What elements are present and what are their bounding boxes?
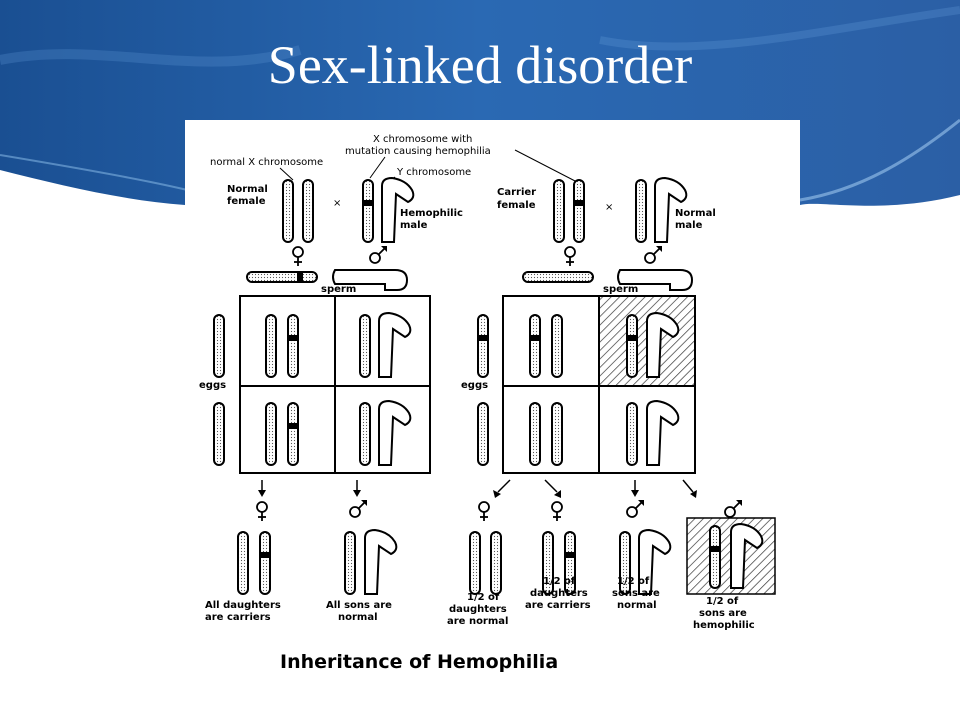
left-eggs-label: eggs	[199, 380, 226, 391]
label-x-mutation-line1: X chromosome with	[373, 134, 472, 145]
right-outcome1-female-icon	[478, 501, 490, 522]
right-father-label-line2: male	[675, 220, 703, 231]
right-outcome3-line2: sons are	[612, 588, 660, 599]
label-y-chromosome: Y chromosome	[396, 167, 471, 178]
left-daughters-xm	[259, 531, 271, 595]
right-outcome4-male-icon	[724, 499, 743, 518]
right-eggs-label: eggs	[461, 380, 488, 391]
right-mother-xm	[573, 179, 585, 243]
right-cell-br-x	[626, 402, 638, 466]
right-sperm-label: sperm	[603, 284, 638, 295]
right-father-x	[635, 179, 647, 243]
right-outcome3-line1: 1/2 of	[617, 576, 650, 587]
right-cell-tl-xm	[529, 314, 541, 378]
right-egg-xm	[477, 314, 489, 378]
left-cell-tr-y	[378, 312, 412, 378]
left-cell-bl-xm	[287, 402, 299, 466]
left-egg-2	[213, 402, 225, 466]
left-sons-male-icon	[349, 499, 368, 518]
left-cell-br-y	[378, 400, 412, 466]
right-outcome2-line1: 1/2 of	[543, 576, 576, 587]
right-outcome1-x2	[490, 531, 502, 595]
left-cell-tr-x	[359, 314, 371, 378]
left-father-x-mutant	[362, 179, 374, 243]
left-outcome-sons-line1: All sons are	[326, 600, 392, 611]
male-symbol-icon	[369, 245, 388, 264]
left-sons-y	[364, 529, 398, 595]
right-outcome4-line1: 1/2 of	[706, 596, 739, 607]
right-mother-label-line1: Carrier	[497, 187, 536, 198]
left-sperm-y	[332, 269, 409, 291]
right-sperm-x	[522, 271, 594, 283]
hemophilia-inheritance-diagram: normal X chromosome X chromosome with mu…	[185, 120, 800, 700]
right-cell-bl-x1	[529, 402, 541, 466]
right-cell-tr-xm	[626, 314, 638, 378]
left-outcome-daughters-line2: are carriers	[205, 612, 271, 623]
right-outcome3-male-icon	[626, 499, 645, 518]
right-outcome2-female-icon	[551, 501, 563, 522]
left-cell-bl-x	[265, 402, 277, 466]
right-outcome1-line3: are normal	[447, 616, 508, 627]
right-cell-br-y	[646, 400, 680, 466]
right-outcome1-x1	[469, 531, 481, 595]
right-male-symbol-icon	[644, 245, 663, 264]
left-mother-x2	[302, 179, 314, 243]
left-cell-tl-xm	[287, 314, 299, 378]
right-egg-x	[477, 402, 489, 466]
left-father-label-line1: Hemophilic	[400, 208, 463, 219]
left-egg-1	[213, 314, 225, 378]
right-sperm-y	[617, 269, 694, 291]
right-outcome1-line1: 1/2 of	[467, 592, 500, 603]
figure-caption: Inheritance of Hemophilia	[280, 651, 558, 673]
left-cell-br-x	[359, 402, 371, 466]
right-cell-bl-x2	[551, 402, 563, 466]
left-cell-tl-x	[265, 314, 277, 378]
left-outcome-sons-line2: normal	[338, 612, 378, 623]
right-outcome4-xm	[709, 525, 721, 589]
right-father-label-line1: Normal	[675, 208, 716, 219]
left-mother-label-line2: female	[227, 196, 266, 207]
female-symbol-icon	[292, 246, 304, 267]
label-normal-x: normal X chromosome	[210, 157, 323, 168]
right-outcome4-line3: hemophilic	[693, 620, 755, 631]
slide-title: Sex-linked disorder	[267, 35, 693, 95]
left-outcome-daughters-line1: All daughters	[205, 600, 281, 611]
label-x-mutation-line2: mutation causing hemophilia	[345, 146, 491, 157]
right-outcome2-line2: daughters	[530, 588, 588, 599]
right-outcome1-line2: daughters	[449, 604, 507, 615]
left-daughters-x	[237, 531, 249, 595]
right-outcome4-line2: sons are	[699, 608, 747, 619]
left-sperm-label: sperm	[321, 284, 356, 295]
right-cross-sign: ×	[605, 202, 613, 213]
right-female-symbol-icon	[564, 246, 576, 267]
left-sperm-x-mutant	[246, 271, 318, 283]
right-mother-label-line2: female	[497, 200, 536, 211]
left-cross-sign: ×	[333, 198, 341, 209]
right-outcome3-line3: normal	[617, 600, 657, 611]
left-father-label-line2: male	[400, 220, 428, 231]
left-mother-x1	[282, 179, 294, 243]
left-daughters-female-icon	[256, 501, 268, 522]
right-outcome2-line3: are carriers	[525, 600, 591, 611]
left-mother-label-line1: Normal	[227, 184, 268, 195]
left-sons-x	[344, 531, 356, 595]
right-mother-x	[553, 179, 565, 243]
right-cell-tl-x	[551, 314, 563, 378]
